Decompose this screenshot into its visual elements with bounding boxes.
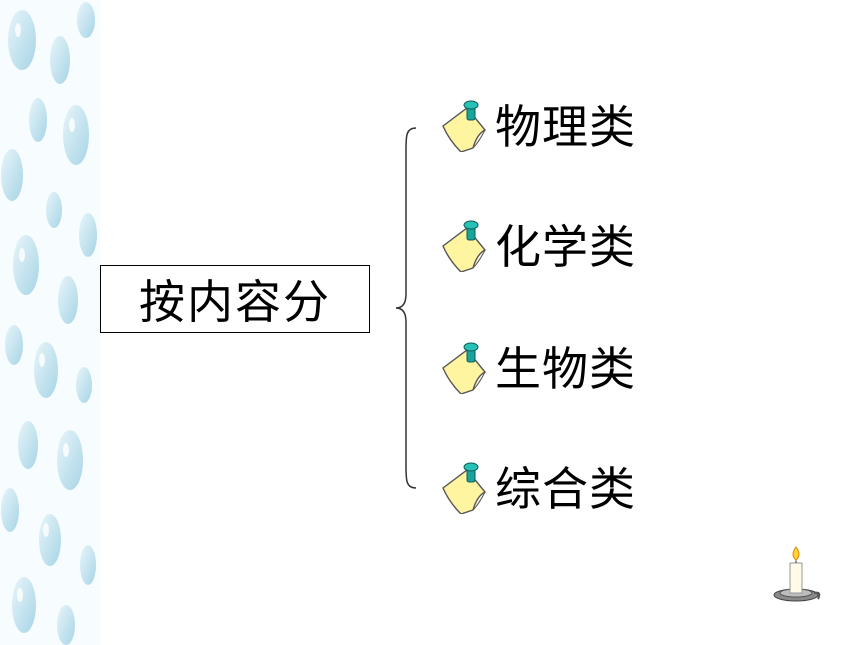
branch-item-chemistry: 化学类 (437, 212, 636, 276)
pinned-note-icon (442, 462, 487, 514)
branch-label: 综合类 (495, 462, 636, 516)
candle-icon[interactable] (770, 545, 822, 605)
branch-label: 生物类 (495, 342, 636, 396)
branch-label: 物理类 (495, 100, 636, 154)
curly-brace-connector (395, 127, 417, 489)
branch-item-physics: 物理类 (437, 92, 636, 156)
water-droplet-strip (0, 0, 100, 645)
root-category-box: 按内容分 (100, 265, 370, 333)
pinned-note-icon (442, 342, 487, 394)
branch-item-comprehensive: 综合类 (437, 454, 636, 518)
branch-item-biology: 生物类 (437, 334, 636, 398)
branch-label: 化学类 (495, 220, 636, 274)
pinned-note-icon (442, 100, 487, 152)
pinned-note-icon (442, 220, 487, 272)
root-category-label: 按内容分 (139, 275, 331, 329)
